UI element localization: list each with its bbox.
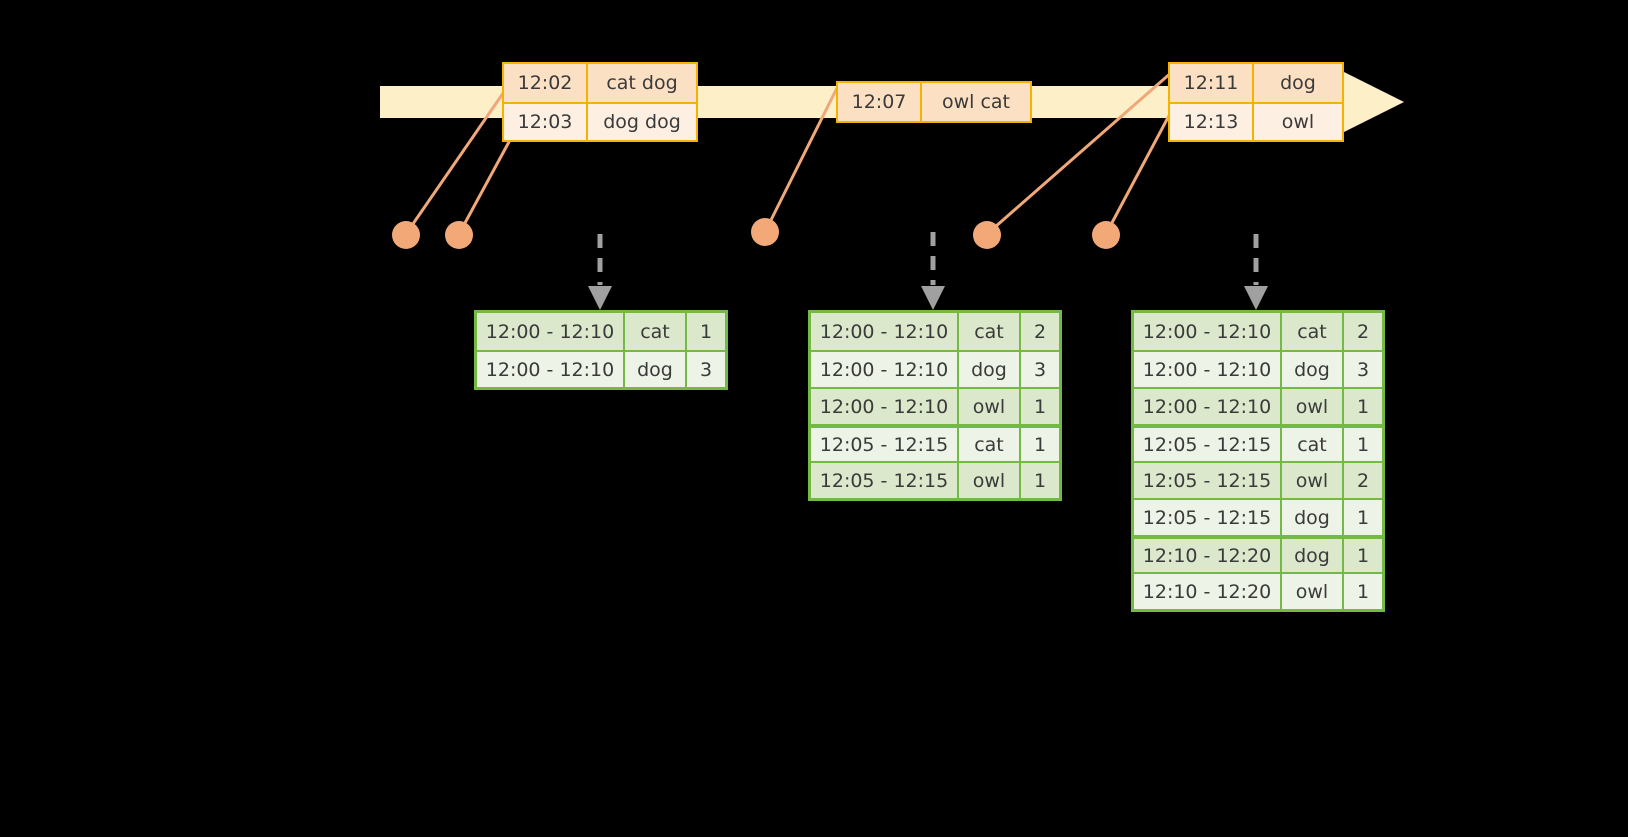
event-group-2[interactable]: 12:07 owl cat bbox=[836, 81, 1032, 123]
event-words: owl bbox=[1254, 104, 1342, 140]
event-words: dog dog bbox=[588, 104, 696, 140]
cell-window: 12:00 - 12:10 bbox=[811, 313, 959, 350]
event-group-1[interactable]: 12:02 cat dog 12:03 dog dog bbox=[502, 62, 698, 142]
cell-window: 12:10 - 12:20 bbox=[1134, 539, 1282, 572]
cell-key: dog bbox=[625, 352, 687, 387]
cell-key: owl bbox=[959, 389, 1021, 424]
cell-window: 12:00 - 12:10 bbox=[1134, 313, 1282, 350]
event-words: dog bbox=[1254, 64, 1342, 102]
cell-count: 1 bbox=[1021, 463, 1059, 498]
dashed-arrow-1 bbox=[588, 234, 612, 310]
cell-count: 1 bbox=[1021, 428, 1059, 461]
event-row[interactable]: 12:07 owl cat bbox=[838, 83, 1030, 121]
event-dot-4 bbox=[973, 221, 1001, 249]
cell-count: 3 bbox=[1344, 352, 1382, 387]
connector-5 bbox=[1104, 109, 1174, 235]
event-dots bbox=[392, 218, 1120, 249]
cell-count: 3 bbox=[1021, 352, 1059, 387]
cell-count: 2 bbox=[1021, 313, 1059, 350]
event-dot-5 bbox=[1092, 221, 1120, 249]
cell-key: dog bbox=[1282, 539, 1344, 572]
cell-count: 3 bbox=[687, 352, 725, 387]
dashed-arrow-2 bbox=[921, 232, 945, 310]
event-words: owl cat bbox=[922, 83, 1030, 121]
cell-count: 1 bbox=[1344, 574, 1382, 609]
cell-count: 1 bbox=[1344, 539, 1382, 572]
event-row[interactable]: 12:02 cat dog bbox=[504, 64, 696, 102]
cell-window: 12:10 - 12:20 bbox=[1134, 574, 1282, 609]
cell-window: 12:00 - 12:10 bbox=[477, 313, 625, 350]
cell-key: owl bbox=[1282, 389, 1344, 424]
event-row[interactable]: 12:11 dog bbox=[1170, 64, 1342, 102]
cell-count: 1 bbox=[1344, 389, 1382, 424]
cell-window: 12:00 - 12:10 bbox=[811, 389, 959, 424]
dashed-arrow-3 bbox=[1244, 234, 1268, 310]
event-time: 12:13 bbox=[1170, 104, 1254, 140]
cell-window: 12:05 - 12:15 bbox=[811, 428, 959, 461]
event-time: 12:07 bbox=[838, 83, 922, 121]
cell-window: 12:00 - 12:10 bbox=[477, 352, 625, 387]
cell-key: cat bbox=[959, 313, 1021, 350]
cell-key: dog bbox=[959, 352, 1021, 387]
event-group-3[interactable]: 12:11 dog 12:13 owl bbox=[1168, 62, 1344, 142]
cell-key: cat bbox=[625, 313, 687, 350]
cell-window: 12:05 - 12:15 bbox=[1134, 500, 1282, 535]
cell-window: 12:00 - 12:10 bbox=[1134, 352, 1282, 387]
event-words: cat dog bbox=[588, 64, 696, 102]
cell-key: cat bbox=[1282, 428, 1344, 461]
event-time: 12:11 bbox=[1170, 64, 1254, 102]
event-row[interactable]: 12:03 dog dog bbox=[504, 102, 696, 140]
connector-1 bbox=[404, 85, 510, 235]
event-dot-1 bbox=[392, 221, 420, 249]
cell-key: cat bbox=[1282, 313, 1344, 350]
cell-key: owl bbox=[1282, 463, 1344, 498]
cell-window: 12:05 - 12:15 bbox=[811, 463, 959, 498]
cell-count: 2 bbox=[1344, 313, 1382, 350]
event-dot-3 bbox=[751, 218, 779, 246]
cell-window: 12:00 - 12:10 bbox=[811, 352, 959, 387]
event-time: 12:02 bbox=[504, 64, 588, 102]
cell-count: 2 bbox=[1344, 463, 1382, 498]
cell-key: dog bbox=[1282, 352, 1344, 387]
event-time: 12:03 bbox=[504, 104, 588, 140]
dashed-arrows bbox=[588, 232, 1268, 310]
cell-key: owl bbox=[959, 463, 1021, 498]
cell-key: cat bbox=[959, 428, 1021, 461]
cell-count: 1 bbox=[1021, 389, 1059, 424]
event-row[interactable]: 12:13 owl bbox=[1170, 102, 1342, 140]
cell-count: 1 bbox=[687, 313, 725, 350]
cell-window: 12:00 - 12:10 bbox=[1134, 389, 1282, 424]
cell-count: 1 bbox=[1344, 428, 1382, 461]
connector-2 bbox=[457, 139, 512, 235]
cell-count: 1 bbox=[1344, 500, 1382, 535]
event-dot-2 bbox=[445, 221, 473, 249]
cell-window: 12:05 - 12:15 bbox=[1134, 463, 1282, 498]
cell-window: 12:05 - 12:15 bbox=[1134, 428, 1282, 461]
cell-key: owl bbox=[1282, 574, 1344, 609]
cell-key: dog bbox=[1282, 500, 1344, 535]
connector-3 bbox=[763, 81, 842, 233]
